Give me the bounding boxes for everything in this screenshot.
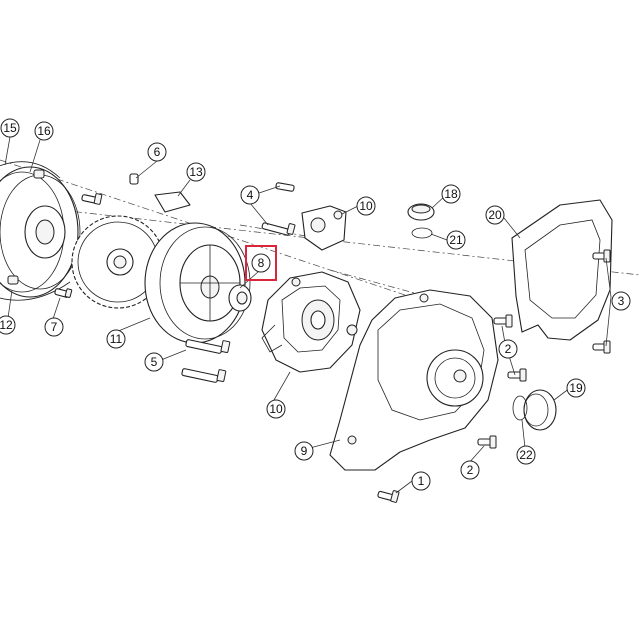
leader-lines <box>4 136 612 494</box>
outer-cover-part-20 <box>511 199 613 341</box>
callout-15[interactable]: 15 <box>0 118 20 138</box>
callout-10-upper[interactable]: 10 <box>356 196 376 216</box>
o-ring-part-21 <box>411 227 433 239</box>
screw-part <box>81 193 103 205</box>
callout-label: 19 <box>569 381 583 395</box>
callout-1[interactable]: 1 <box>411 471 431 491</box>
callout-label: 12 <box>0 318 13 332</box>
callout-label: 5 <box>151 355 158 369</box>
bolt-part-1 <box>377 490 400 503</box>
callout-label: 16 <box>37 124 51 138</box>
callout-label: 21 <box>449 233 463 247</box>
callout-4[interactable]: 4 <box>240 185 260 205</box>
callout-2-lower[interactable]: 2 <box>460 460 480 480</box>
callout-11[interactable]: 11 <box>106 329 126 349</box>
callout-8-highlighted[interactable]: 8 <box>245 245 277 281</box>
callout-label: 10 <box>269 402 283 416</box>
callout-12[interactable]: 12 <box>0 315 16 335</box>
plug-part-19 <box>523 389 557 431</box>
callout-label: 1 <box>418 474 425 488</box>
callout-5[interactable]: 5 <box>144 352 164 372</box>
callout-label: 20 <box>488 208 502 222</box>
callout-21[interactable]: 21 <box>446 230 466 250</box>
clutch-drum-part-11 <box>144 222 251 344</box>
callout-18[interactable]: 18 <box>441 184 461 204</box>
callout-label: 9 <box>301 444 308 458</box>
callout-label: 8 <box>258 256 265 270</box>
bolt-part-4 <box>261 182 296 236</box>
callout-label: 18 <box>444 187 458 201</box>
cover-plate-part-9 <box>329 289 499 471</box>
callout-3[interactable]: 3 <box>611 291 631 311</box>
bracket-part-13 <box>154 191 191 213</box>
callout-9[interactable]: 9 <box>294 441 314 461</box>
ring-part-22 <box>512 395 528 421</box>
callout-label: 7 <box>51 320 58 334</box>
callout-label: 6 <box>154 145 161 159</box>
callout-label: 22 <box>519 448 533 462</box>
callout-6[interactable]: 6 <box>147 142 167 162</box>
callout-2-upper[interactable]: 2 <box>498 339 518 359</box>
cap-part-18 <box>407 203 435 221</box>
callout-16[interactable]: 16 <box>34 121 54 141</box>
pulley-drum-part <box>0 161 81 301</box>
callout-13[interactable]: 13 <box>186 162 206 182</box>
bolt-part-7 <box>54 288 73 298</box>
callout-label: 13 <box>189 165 203 179</box>
callout-label: 3 <box>618 294 625 308</box>
callout-label: 10 <box>359 199 373 213</box>
callout-label: 2 <box>505 342 512 356</box>
callout-label: 2 <box>467 463 474 477</box>
callout-label: 4 <box>247 188 254 202</box>
highlight-box <box>245 245 277 281</box>
housing-part-10-upper <box>301 205 347 251</box>
callout-19[interactable]: 19 <box>566 378 586 398</box>
callout-20[interactable]: 20 <box>485 205 505 225</box>
nut-part-8 <box>228 284 252 312</box>
callout-10-lower[interactable]: 10 <box>266 399 286 419</box>
callout-label: 11 <box>110 332 123 346</box>
bolt-part-5 <box>181 339 231 383</box>
callout-22[interactable]: 22 <box>516 445 536 465</box>
callout-7[interactable]: 7 <box>44 317 64 337</box>
engine-block-part-10 <box>261 271 361 373</box>
bolt-part-3 <box>592 249 611 354</box>
callout-label: 15 <box>3 121 17 135</box>
pin-part-6 <box>129 173 139 185</box>
